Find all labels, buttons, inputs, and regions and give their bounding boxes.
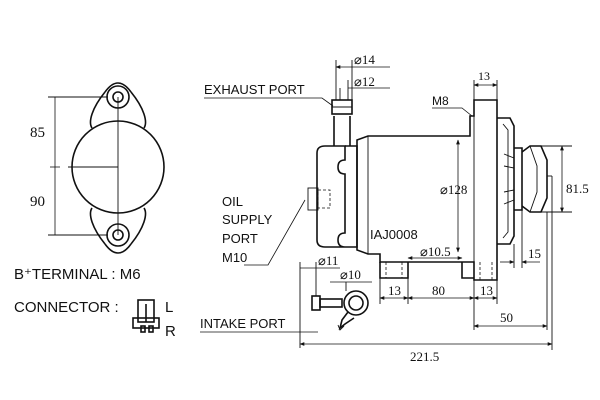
dim-81-5: 81.5 <box>566 181 589 196</box>
dim-15: 15 <box>528 246 541 261</box>
dim-dia-10: ⌀10 <box>340 267 361 282</box>
exhaust-port-label: EXHAUST PORT <box>204 82 305 97</box>
oil-supply-label-3: PORT <box>222 231 258 246</box>
connector-symbol <box>132 299 160 333</box>
m8-label: M8 <box>432 94 449 108</box>
front-fan <box>497 117 515 245</box>
intake-port <box>311 290 369 331</box>
dim-dia-12: ⌀12 <box>354 74 375 89</box>
dim-13-top: 13 <box>478 69 490 83</box>
oil-supply-label-1: OIL <box>222 194 243 209</box>
dim-80: 80 <box>432 283 445 298</box>
dim-221-5: 221.5 <box>410 349 439 364</box>
connector-label: CONNECTOR : <box>14 299 119 316</box>
dim-dia-10-5: ⌀10.5 <box>420 244 451 259</box>
model-number: IAJ0008 <box>370 227 418 242</box>
dim-85: 85 <box>30 125 45 141</box>
dim-dia-14: ⌀14 <box>354 52 375 67</box>
pulley <box>521 145 548 213</box>
side-view: ⌀14 ⌀12 EXHAUST PORT 13 M8 ⌀128 81.5 OIL… <box>200 52 589 364</box>
dim-13-right: 13 <box>480 283 493 298</box>
exhaust-port <box>333 116 351 146</box>
intake-port-label: INTAKE PORT <box>200 316 286 331</box>
end-view: 85 90 <box>30 82 165 254</box>
dim-dia-11: ⌀11 <box>318 253 338 268</box>
b-terminal-label: B⁺TERMINAL : M6 <box>14 266 141 283</box>
oil-supply-thread: M10 <box>222 250 247 265</box>
dim-dia-128: ⌀128 <box>440 182 467 197</box>
dim-50: 50 <box>500 310 513 325</box>
dim-13-left: 13 <box>388 283 401 298</box>
rear-cover <box>316 145 346 248</box>
connector-pin-r: R <box>165 323 176 340</box>
mount-foot-left <box>379 262 409 279</box>
oil-supply-label-2: SUPPLY <box>222 212 273 227</box>
connector-pin-l: L <box>165 299 173 316</box>
dim-90: 90 <box>30 194 45 210</box>
